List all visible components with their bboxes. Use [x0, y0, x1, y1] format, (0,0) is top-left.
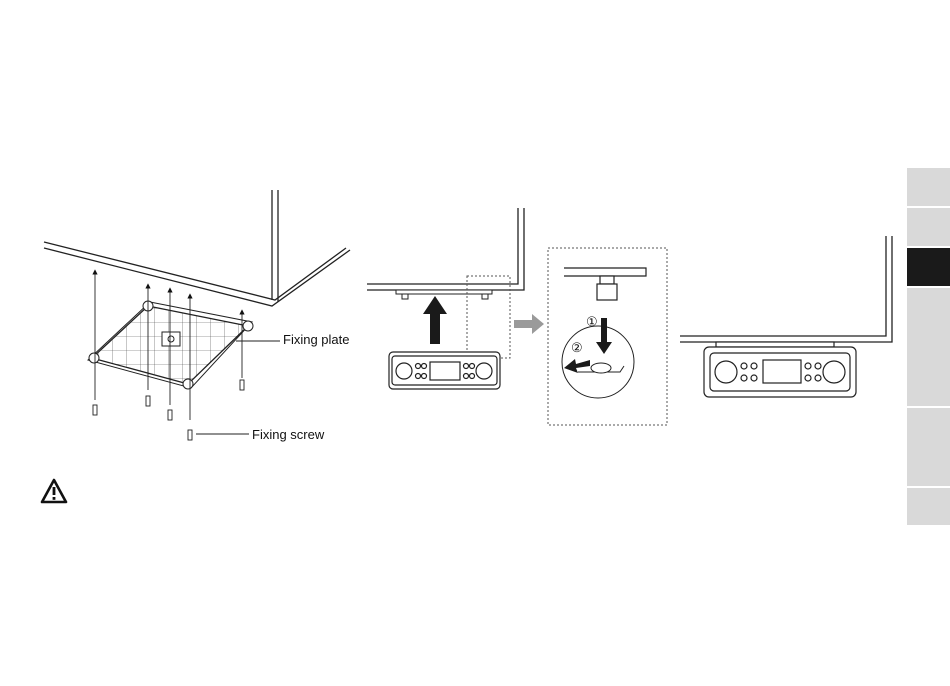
warning-triangle-icon [40, 478, 68, 504]
side-tab-1[interactable] [907, 168, 950, 206]
arrow-icon [423, 296, 447, 344]
radio-device-2 [389, 352, 500, 389]
detail-zoom-box [467, 276, 510, 358]
detail-cabinet [564, 268, 646, 300]
side-tab-3-active[interactable] [907, 248, 950, 286]
side-tab-5[interactable] [907, 408, 950, 486]
fixing-plate-label: Fixing plate [283, 332, 349, 347]
fixing-screw-label: Fixing screw [252, 427, 324, 442]
fixing-plate [88, 301, 253, 389]
side-tab-6[interactable] [907, 488, 950, 525]
side-tab-4[interactable] [907, 288, 950, 406]
arrow-icon [514, 314, 544, 334]
fixing-screws [93, 380, 244, 440]
step-marker-1: ① [586, 314, 598, 330]
cabinet-outline-4 [680, 236, 892, 342]
radio-device-mounted [704, 342, 856, 397]
side-tab-2[interactable] [907, 208, 950, 246]
cabinet-outline-2 [367, 208, 524, 290]
cabinet-outline-1 [44, 190, 350, 306]
mounting-plate-2 [396, 290, 492, 299]
section-side-tabs [907, 168, 950, 525]
step-marker-2: ② [571, 340, 583, 356]
